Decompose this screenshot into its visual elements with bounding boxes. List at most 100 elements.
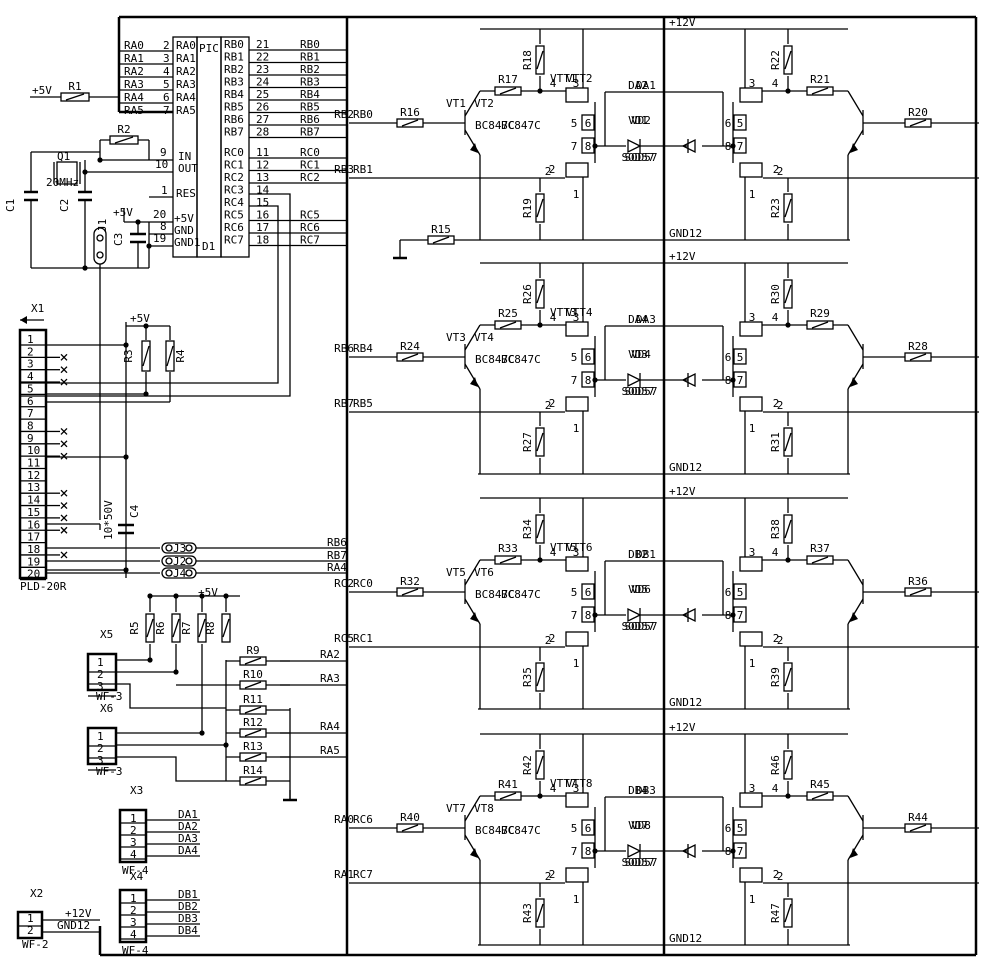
resistor-hatch xyxy=(536,755,544,775)
resistor-hatch xyxy=(784,432,792,452)
pin-num: 3 xyxy=(163,52,170,65)
resistor xyxy=(171,613,181,643)
net-label: RA2 xyxy=(124,65,144,78)
mcu-part: PIC xyxy=(199,42,219,55)
pin-num: 1 xyxy=(97,656,104,669)
connector-type: WF-3 xyxy=(96,765,123,778)
diode-body xyxy=(681,138,696,154)
resistor-hatch xyxy=(909,119,927,127)
pin-num: 5 xyxy=(571,822,578,835)
pin-num: 3 xyxy=(749,77,756,90)
wire xyxy=(60,514,68,522)
pin-num: 24 xyxy=(256,76,270,89)
wire xyxy=(60,502,68,510)
pin-name: RA0 xyxy=(176,39,196,52)
transistor-type: BC847C xyxy=(475,119,515,132)
net-label: RC1 xyxy=(300,159,320,172)
wire xyxy=(464,834,481,861)
resistor-label: R5 xyxy=(128,621,141,634)
resistor xyxy=(783,898,793,928)
resistor xyxy=(494,555,522,565)
junction-dot xyxy=(123,454,129,460)
resistor-label: R24 xyxy=(400,340,420,353)
pin-num: 3 xyxy=(573,77,580,90)
diode-body xyxy=(681,843,696,859)
resistor-label: R29 xyxy=(810,307,830,320)
pin-name: RC0 xyxy=(224,146,244,159)
pin-box xyxy=(581,114,595,131)
resistor xyxy=(239,776,267,786)
resistor-hatch xyxy=(401,824,419,832)
emitter-arrow xyxy=(470,143,478,153)
diode-type: SOD57 xyxy=(624,151,657,164)
net-label: DA2 xyxy=(628,79,648,92)
mosfet-upper xyxy=(565,556,589,572)
wire xyxy=(60,440,68,448)
resistor-hatch xyxy=(198,618,206,638)
net-label: RA3 xyxy=(124,78,144,91)
resistor-hatch xyxy=(811,556,829,564)
pin-num: 1 xyxy=(749,657,756,670)
pin-num: 18 xyxy=(256,234,269,247)
pin-num: 5 xyxy=(27,382,34,395)
diode-ref: VD3 xyxy=(628,348,648,361)
net-label: DB1 xyxy=(636,548,656,561)
pin-num: 22 xyxy=(256,51,269,64)
net-label: DA3 xyxy=(178,832,198,845)
resistor-hatch xyxy=(536,903,544,923)
net-label: RC7 xyxy=(300,234,320,247)
net-label: DA3 xyxy=(636,313,656,326)
gnd-rail-label: GND12 xyxy=(669,461,702,474)
resistor-label: R8 xyxy=(204,621,217,634)
pin-num: 7 xyxy=(737,140,744,153)
resistor xyxy=(783,662,793,692)
net-label: RB0 xyxy=(353,108,373,121)
pin-num: 13 xyxy=(27,481,40,494)
net-label: RB5 xyxy=(300,101,320,114)
pin-num: 3 xyxy=(27,358,34,371)
capacitor-label: C1 xyxy=(4,199,17,212)
capacitor-label: C4 xyxy=(128,504,141,518)
net-label: +12V xyxy=(65,907,92,920)
pin-num: 12 xyxy=(27,469,40,482)
resistor xyxy=(535,279,545,309)
pin-num: 11 xyxy=(27,457,40,470)
resistor xyxy=(396,352,424,362)
mosfet-lower xyxy=(739,162,763,178)
resistor-label: R30 xyxy=(769,284,782,304)
resistor-hatch xyxy=(401,353,419,361)
resistor-hatch xyxy=(909,353,927,361)
pin-num: 8 xyxy=(27,419,34,432)
resistor-label: R41 xyxy=(498,778,518,791)
diode-body xyxy=(627,372,642,388)
resistor-hatch xyxy=(244,657,262,665)
resistor xyxy=(806,791,834,801)
mosfet-upper xyxy=(739,556,763,572)
net-label: +5V xyxy=(32,84,52,97)
pin-num: 1 xyxy=(97,730,104,743)
connector-ref: X6 xyxy=(100,702,113,715)
pin-num: 23 xyxy=(256,63,269,76)
connector-type: WF-2 xyxy=(22,938,49,951)
net-label: RC2 xyxy=(300,171,320,184)
net-label: RB6 xyxy=(327,536,347,549)
diode-body xyxy=(681,607,696,623)
connector-type: PLD-20R xyxy=(20,580,67,593)
junction-dot xyxy=(223,742,229,748)
net-label: DA2 xyxy=(178,820,198,833)
net-label: RA1 xyxy=(334,868,354,881)
pin-num: 10 xyxy=(155,158,168,171)
jumper-pin xyxy=(165,569,173,577)
wire xyxy=(60,427,68,435)
wire xyxy=(847,129,864,156)
pin-num: 2 xyxy=(549,397,556,410)
net-label: RA3 xyxy=(320,672,340,685)
resistor-label: R43 xyxy=(521,903,534,923)
connector-ref: X1 xyxy=(31,302,44,315)
wire xyxy=(847,559,864,586)
resistor-label: R1 xyxy=(68,80,81,93)
jumper-pin xyxy=(96,251,104,259)
emitter-arrow xyxy=(470,612,478,622)
net-label: RA5 xyxy=(320,744,340,757)
resistor-label: R37 xyxy=(810,542,830,555)
